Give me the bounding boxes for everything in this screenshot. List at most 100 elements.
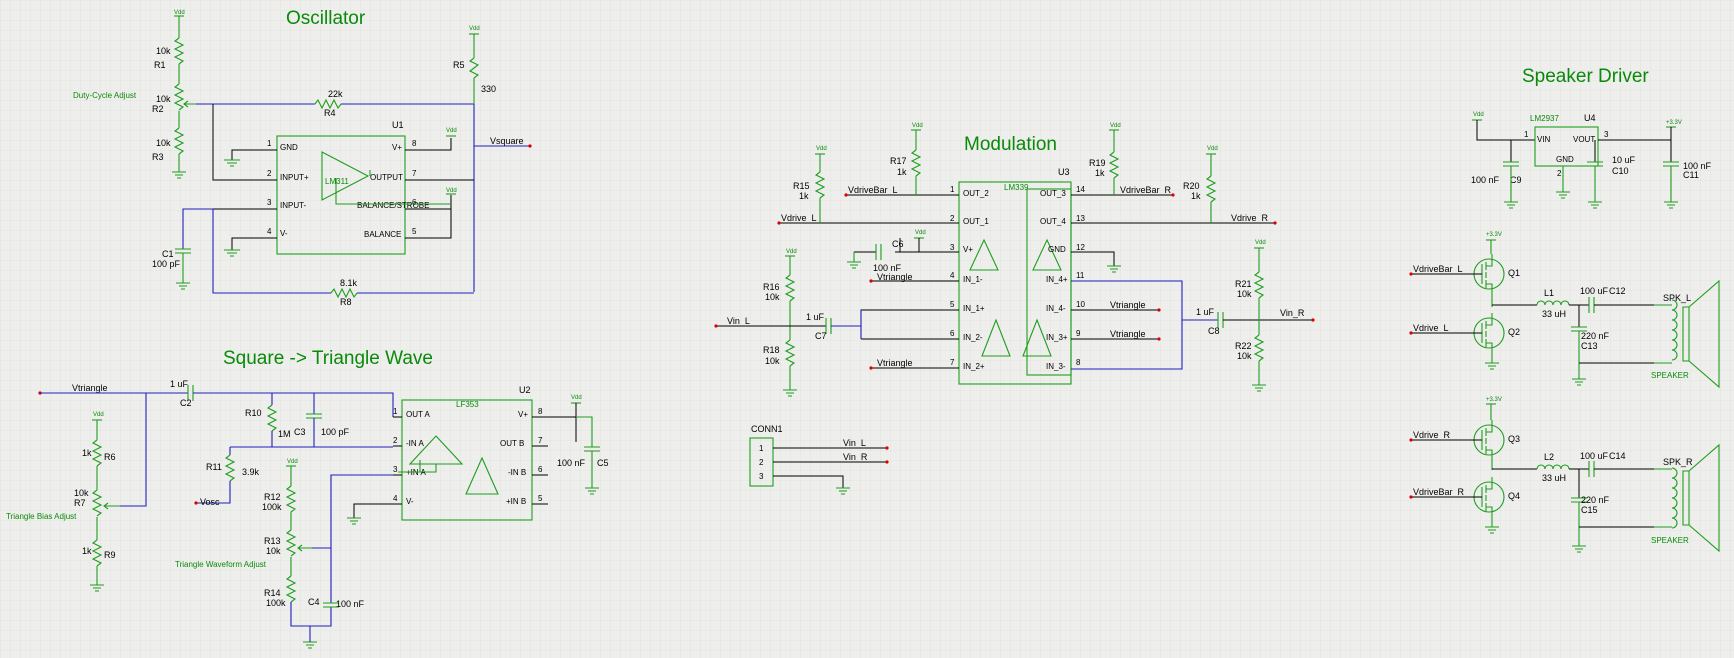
ic-u4[interactable]: [1534, 126, 1599, 167]
potentiometer-r7[interactable]: [91, 489, 103, 517]
pin-number: 8: [412, 139, 417, 148]
title-triangle: Square -> Triangle Wave: [223, 348, 433, 369]
u1-pin-inm: INPUT-: [280, 201, 307, 210]
pin-number: 11: [1076, 271, 1085, 280]
r12-value: 100k: [262, 502, 282, 512]
u2-pin-ina-m: -IN A: [406, 439, 424, 448]
u3-pin-in3p: IN_3+: [1046, 333, 1068, 342]
triangle-bias-annotation: Triangle Bias Adjust: [6, 512, 77, 521]
triangle-section: Vtriangle 1 uF C2 Vdd 1k R6 10k R7 Trian…: [6, 379, 609, 649]
title-speaker-driver: Speaker Driver: [1522, 66, 1649, 87]
r15-ref: R15: [793, 181, 810, 191]
capacitor-c4[interactable]: [323, 602, 339, 608]
resistor-r9[interactable]: [91, 539, 103, 567]
resistor-r12[interactable]: [285, 485, 297, 513]
resistor-r11[interactable]: [224, 454, 236, 482]
r2-ref: R2: [152, 104, 164, 114]
resistor-r19[interactable]: [1108, 151, 1120, 179]
r10-ref: R10: [245, 408, 262, 418]
c11-ref: C11: [1683, 170, 1699, 180]
pin-number: 2: [1557, 169, 1562, 178]
r21-ref: R21: [1235, 279, 1252, 289]
r20-ref: R20: [1183, 181, 1200, 191]
resistor-r3[interactable]: [173, 127, 185, 155]
resistor-r18[interactable]: [784, 339, 796, 367]
r5-ref: R5: [453, 60, 465, 70]
u4-pin-gnd: GND: [1556, 155, 1574, 164]
q3-ref: Q3: [1508, 434, 1520, 444]
vdd-label: Vdd: [287, 459, 298, 465]
pin-number: 5: [950, 300, 955, 309]
resistor-r6[interactable]: [91, 439, 103, 467]
inductor-l2[interactable]: [1536, 464, 1570, 470]
vdd-label: Vdd: [816, 146, 827, 152]
u1-ref: U1: [392, 120, 404, 130]
r7-ref: R7: [74, 498, 86, 508]
net-vdrivebar-l-q1: VdriveBar_L: [1413, 264, 1463, 274]
spk-l-ref: SPK_L: [1663, 293, 1691, 303]
pin-number: 2: [393, 436, 398, 445]
duty-cycle-annotation: Duty-Cycle Adjust: [73, 91, 137, 100]
conn1-ref: CONN1: [751, 424, 783, 434]
u3-pin-in4m: IN_4-: [1046, 304, 1066, 313]
resistor-r8[interactable]: [330, 287, 358, 299]
pin-number: 3: [1604, 130, 1609, 139]
u2-pin-vp: V+: [518, 410, 528, 419]
pin-number: 2: [759, 458, 764, 467]
resistor-r21[interactable]: [1253, 271, 1265, 299]
c10-ref: C10: [1612, 166, 1629, 176]
potentiometer-r2[interactable]: [173, 83, 185, 111]
ic-u2[interactable]: [401, 399, 533, 521]
c5-ref: C5: [597, 458, 609, 468]
r22-value: 10k: [1237, 351, 1252, 361]
resistor-r15[interactable]: [814, 171, 826, 199]
resistor-r20[interactable]: [1205, 175, 1217, 203]
u1-pin-bs: BALANCE/STROBE: [357, 201, 429, 210]
resistor-r4[interactable]: [314, 98, 342, 110]
c9-value: 100 nF: [1471, 175, 1500, 185]
spk-r-label: SPEAKER: [1651, 536, 1689, 545]
resistor-r14[interactable]: [285, 575, 297, 603]
inductor-l1[interactable]: [1536, 300, 1570, 306]
speaker-spk-l[interactable]: [1654, 279, 1720, 389]
speaker-spk-r[interactable]: [1654, 443, 1720, 553]
resistor-r17[interactable]: [910, 149, 922, 177]
u1-pin-bal: BALANCE: [364, 230, 401, 239]
vdd-label: Vdd: [446, 128, 457, 134]
resistor-r5[interactable]: [468, 57, 480, 79]
net-vdrivebar-l: VdriveBar_L: [848, 185, 898, 195]
ic-u1[interactable]: [276, 135, 406, 255]
c1-ref: C1: [162, 249, 174, 259]
spk-r-ref: SPK_R: [1663, 457, 1693, 467]
c13-value: 220 nF: [1581, 331, 1610, 341]
resistor-r22[interactable]: [1253, 334, 1265, 362]
pin-number: 6: [412, 198, 417, 207]
pin-number: 7: [412, 169, 417, 178]
u4-ref: U4: [1584, 113, 1596, 123]
vdd-label: Vdd: [571, 395, 582, 401]
c10-value: 10 uF: [1612, 155, 1636, 165]
potentiometer-r13[interactable]: [285, 529, 297, 557]
resistor-r16[interactable]: [784, 274, 796, 302]
r13-ref: R13: [264, 536, 281, 546]
c14-ref: C14: [1609, 451, 1626, 461]
r8-value: 8.1k: [340, 278, 358, 288]
u1-pin-gnd: GND: [280, 143, 298, 152]
resistor-r10[interactable]: [266, 404, 278, 432]
r16-ref: R16: [763, 282, 780, 292]
pin-number: 1: [267, 139, 272, 148]
r16-value: 10k: [765, 292, 780, 302]
r1-value: 10k: [156, 46, 171, 56]
capacitor-c6[interactable]: [875, 244, 882, 260]
vdd-label: Vdd: [1255, 240, 1266, 246]
net-vdrive-l-q2: Vdrive_L: [1413, 323, 1449, 333]
u1-pin-vm: V-: [280, 229, 288, 238]
r6-ref: R6: [104, 452, 116, 462]
net-vtriangle-in1: Vtriangle: [877, 272, 913, 282]
resistor-r1[interactable]: [173, 37, 185, 65]
pin-number: 4: [267, 227, 272, 236]
net-vtriangle-in2: Vtriangle: [877, 358, 913, 368]
pin-number: 1: [759, 444, 764, 453]
r21-value: 10k: [1237, 289, 1252, 299]
